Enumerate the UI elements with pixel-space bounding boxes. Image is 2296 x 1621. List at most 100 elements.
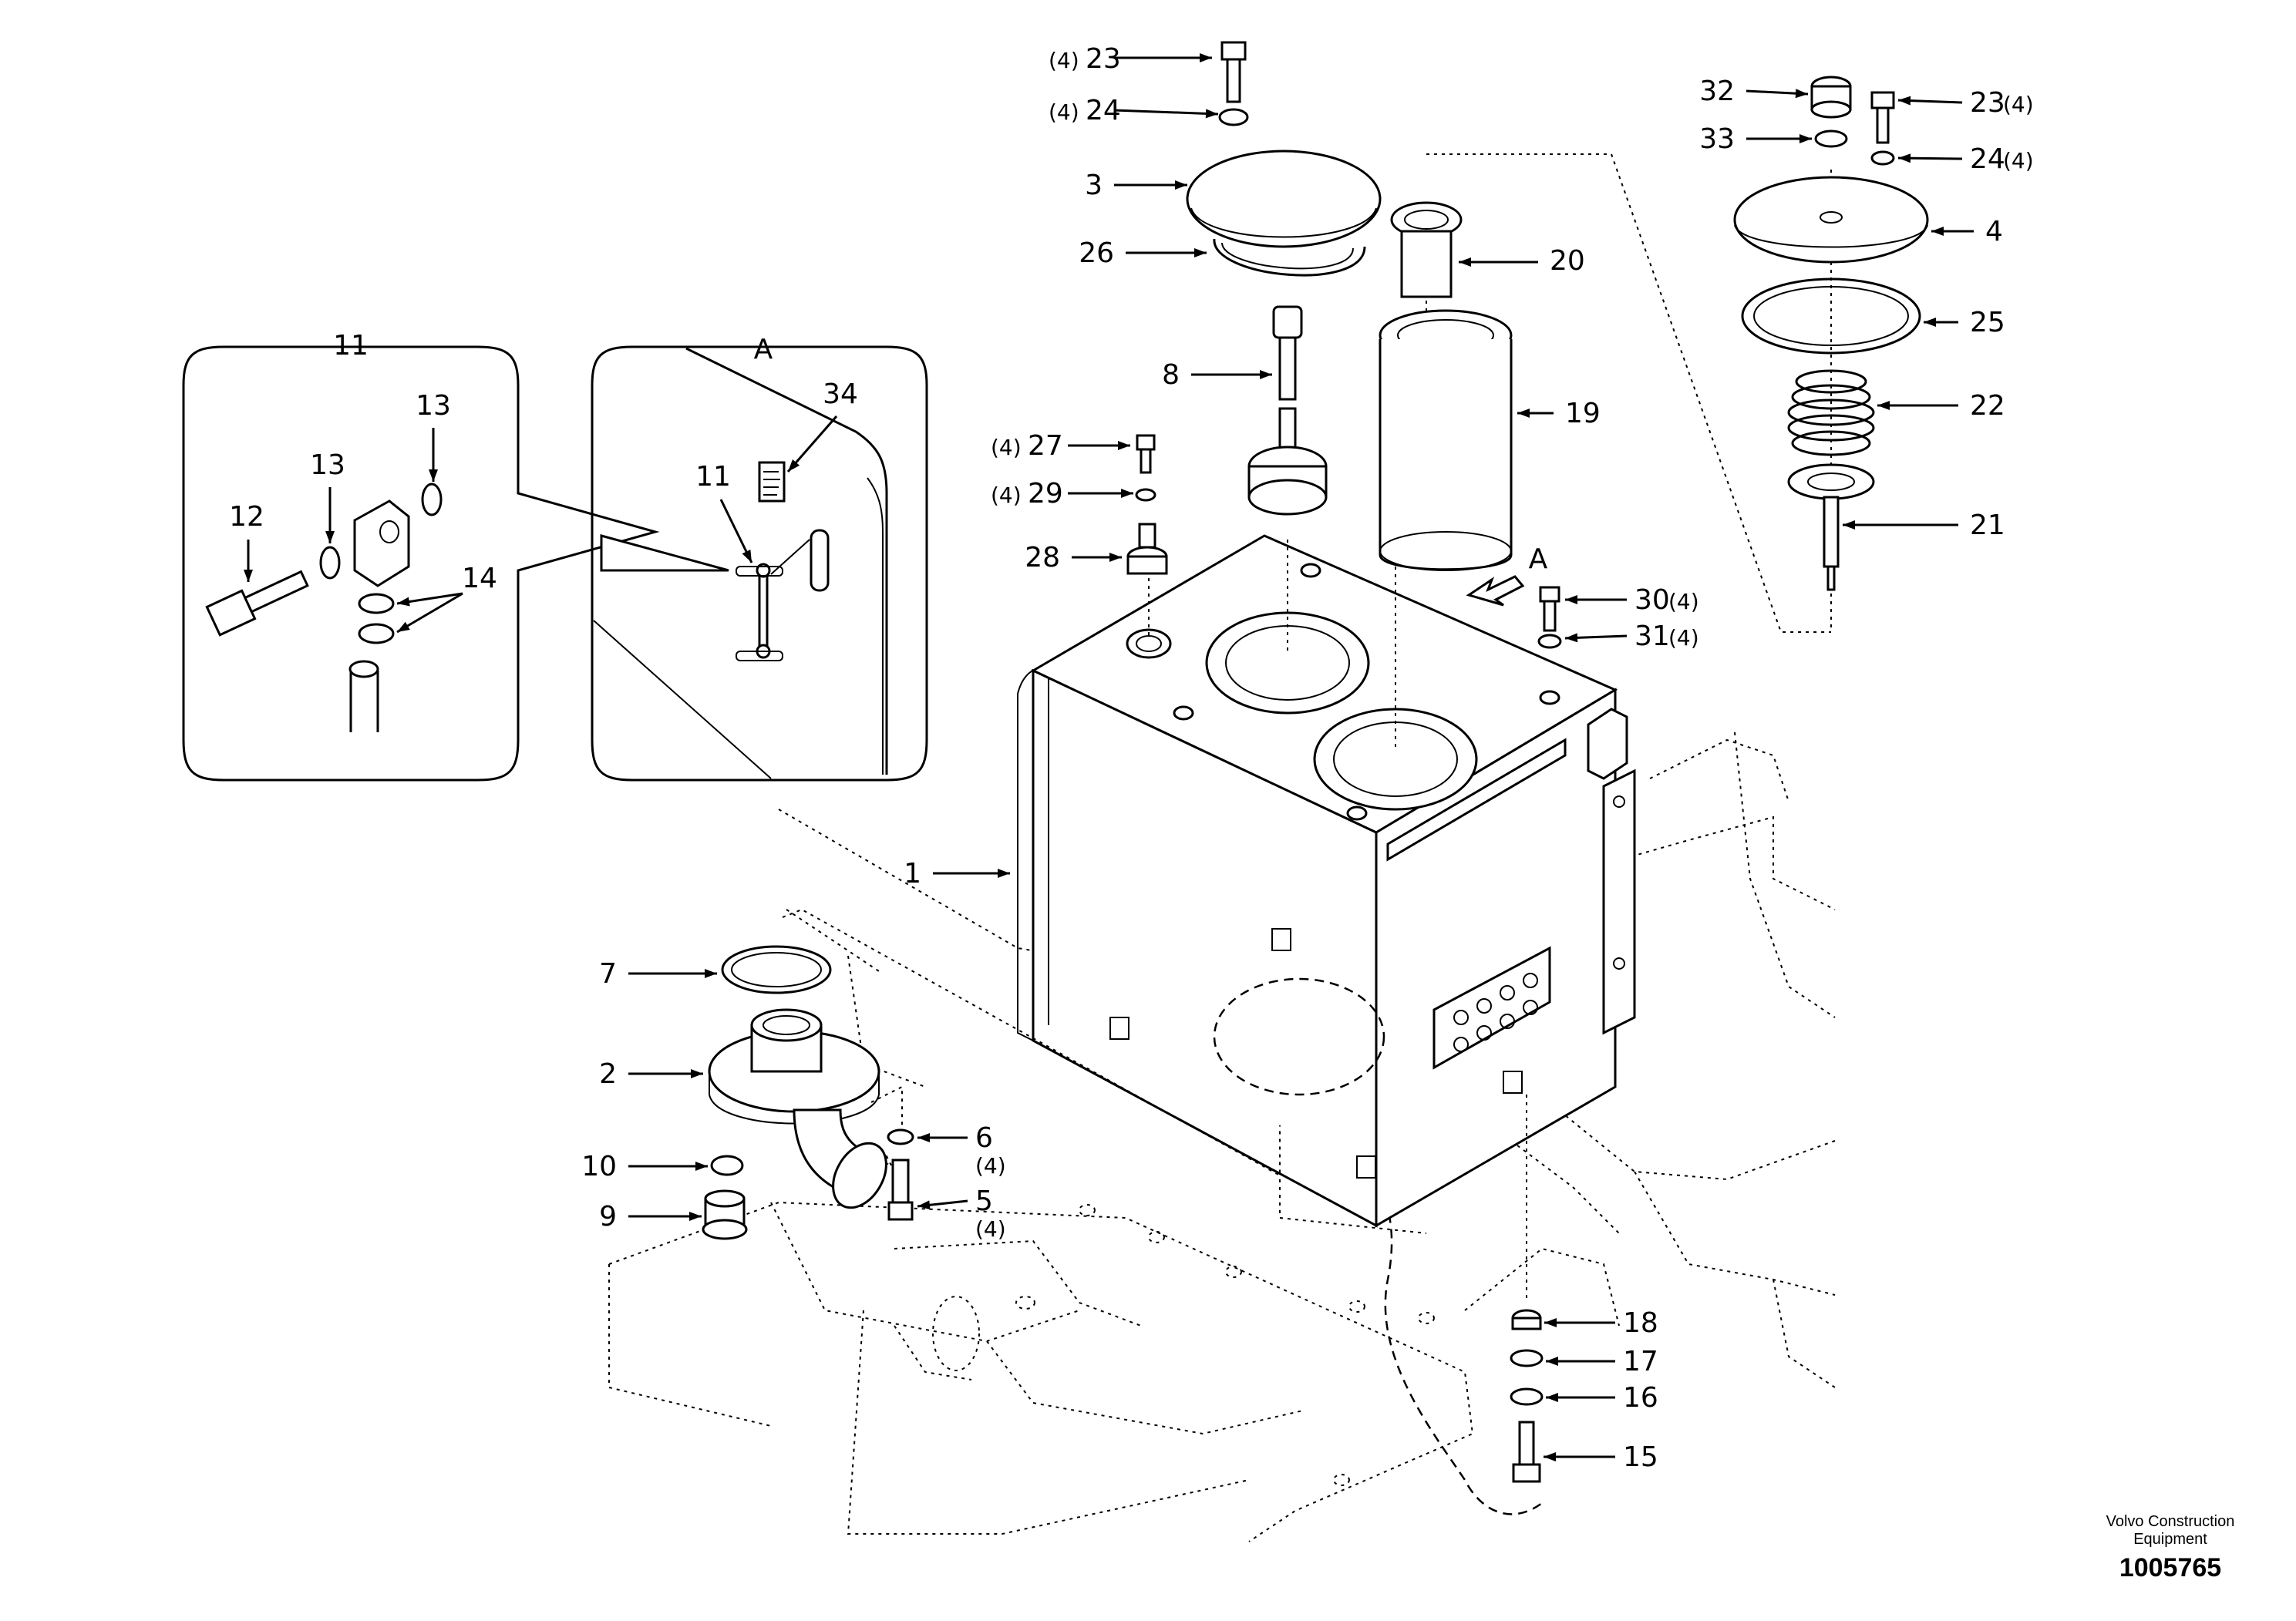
arrowhead [1175,180,1187,190]
callout-16: 16 [1546,1382,1658,1414]
arrowhead [695,1162,708,1171]
callout-quantity: (4) [975,1153,1006,1179]
brand-line-2: Equipment [2133,1531,2207,1548]
callout-24: 24(4) [1897,143,2034,175]
callout-12: 12 [229,501,264,582]
arrowhead [691,1069,703,1078]
arrowhead [1544,1452,1556,1461]
callout-9: 9 [599,1201,702,1233]
arrowhead [397,597,410,607]
arrowhead [705,969,717,978]
callout-34: 34 [786,378,858,473]
arrowhead [788,459,800,472]
callout-number: 33 [1699,123,1735,155]
callout-number: 2 [599,1058,617,1090]
callout-quantity: (4) [1049,99,1079,125]
callout-number: 6 [975,1122,993,1154]
callout-quantity: (4) [991,435,1022,460]
arrowhead [1205,109,1218,119]
callout-33: 33 [1699,123,1812,155]
leader-line [1113,109,1219,116]
callout-number: 18 [1623,1307,1658,1339]
detail-a-title: A [754,334,773,365]
callout-number: 20 [1550,245,1585,277]
arrowhead [1260,370,1272,379]
arrowhead [1121,489,1133,498]
callout-number: 15 [1623,1441,1658,1473]
callout-8: 8 [1162,359,1272,391]
callout-number: 34 [823,378,858,410]
callout-27: (4)27 [991,430,1130,462]
arrowhead [325,531,335,543]
arrowhead [1109,553,1122,562]
callout-quantity: (4) [2003,92,2034,117]
callout-13: 13 [310,449,345,543]
arrowhead [917,1200,931,1210]
callout-number: 26 [1079,237,1114,269]
callout-number: 3 [1085,170,1103,201]
callout-19: 19 [1517,398,1601,429]
hydraulic-tank [1017,534,1636,1228]
callout-24: (4)24 [1049,95,1219,126]
arrowhead [429,469,438,482]
callout-28: 28 [1025,542,1122,573]
callout-30: 30(4) [1565,584,1699,616]
callout-number: 21 [1970,510,2005,541]
arrowhead [1194,248,1207,257]
arrowhead [1877,401,1890,410]
callout-quantity: (4) [991,483,1022,508]
callout-number: 14 [462,563,497,594]
mount-stack [1510,1309,1544,1483]
callout-1: 1 [904,858,1010,890]
callout-4: 4 [1931,216,2003,247]
callout-6: 6(4) [917,1122,1006,1179]
document-number: 1005765 [2119,1553,2221,1582]
callout-quantity: (4) [1049,48,1079,73]
callout-quantity: (4) [1668,625,1699,651]
callout-number: 8 [1162,359,1180,391]
callout-14: 14 [396,563,497,634]
callout-3: 3 [1085,170,1187,201]
callout-quantity: (4) [1668,589,1699,614]
callout-number: 7 [599,958,617,990]
callout-18: 18 [1544,1307,1658,1339]
suction-pipe-group [702,945,914,1240]
callout-22: 22 [1877,390,2005,422]
leader-line [396,592,463,634]
callout-number: 1 [904,858,921,890]
top-cover-group [1186,41,1382,277]
arrowhead [1118,441,1130,450]
callout-number: 27 [1028,430,1063,462]
arrowhead [1565,633,1578,643]
arrowhead [998,869,1010,878]
arrowhead [1544,1318,1557,1327]
callout-number: 19 [1565,398,1601,429]
arrowhead [1931,227,1944,236]
arrowhead [742,549,752,563]
callout-number: 30 [1634,584,1670,616]
detail-11-title: 11 [333,330,369,362]
arrowhead [1546,1357,1558,1366]
arrowhead [689,1212,702,1221]
callout-25: 25 [1924,307,2005,338]
brand-line-1: Volvo Construction [2106,1513,2235,1530]
callout-number: 13 [310,449,345,481]
callout-13: 13 [416,390,451,482]
callout-number: 29 [1028,478,1063,510]
callout-23: (4)23 [1049,43,1212,75]
return-filter-group [1733,76,1929,591]
callout-number: 10 [581,1151,617,1182]
view-arrow-a: A [1466,543,1548,607]
callout-21: 21 [1843,510,2005,541]
callout-7: 7 [599,958,717,990]
callout-2: 2 [599,1058,703,1090]
callout-number: 22 [1970,390,2005,422]
callout-number: 4 [1985,216,2003,247]
strainer-group [1126,201,1562,649]
callout-5: 5(4) [917,1185,1006,1242]
arrowhead [1517,409,1530,418]
callout-11: 11 [695,461,753,563]
callout-number: 28 [1025,542,1060,573]
